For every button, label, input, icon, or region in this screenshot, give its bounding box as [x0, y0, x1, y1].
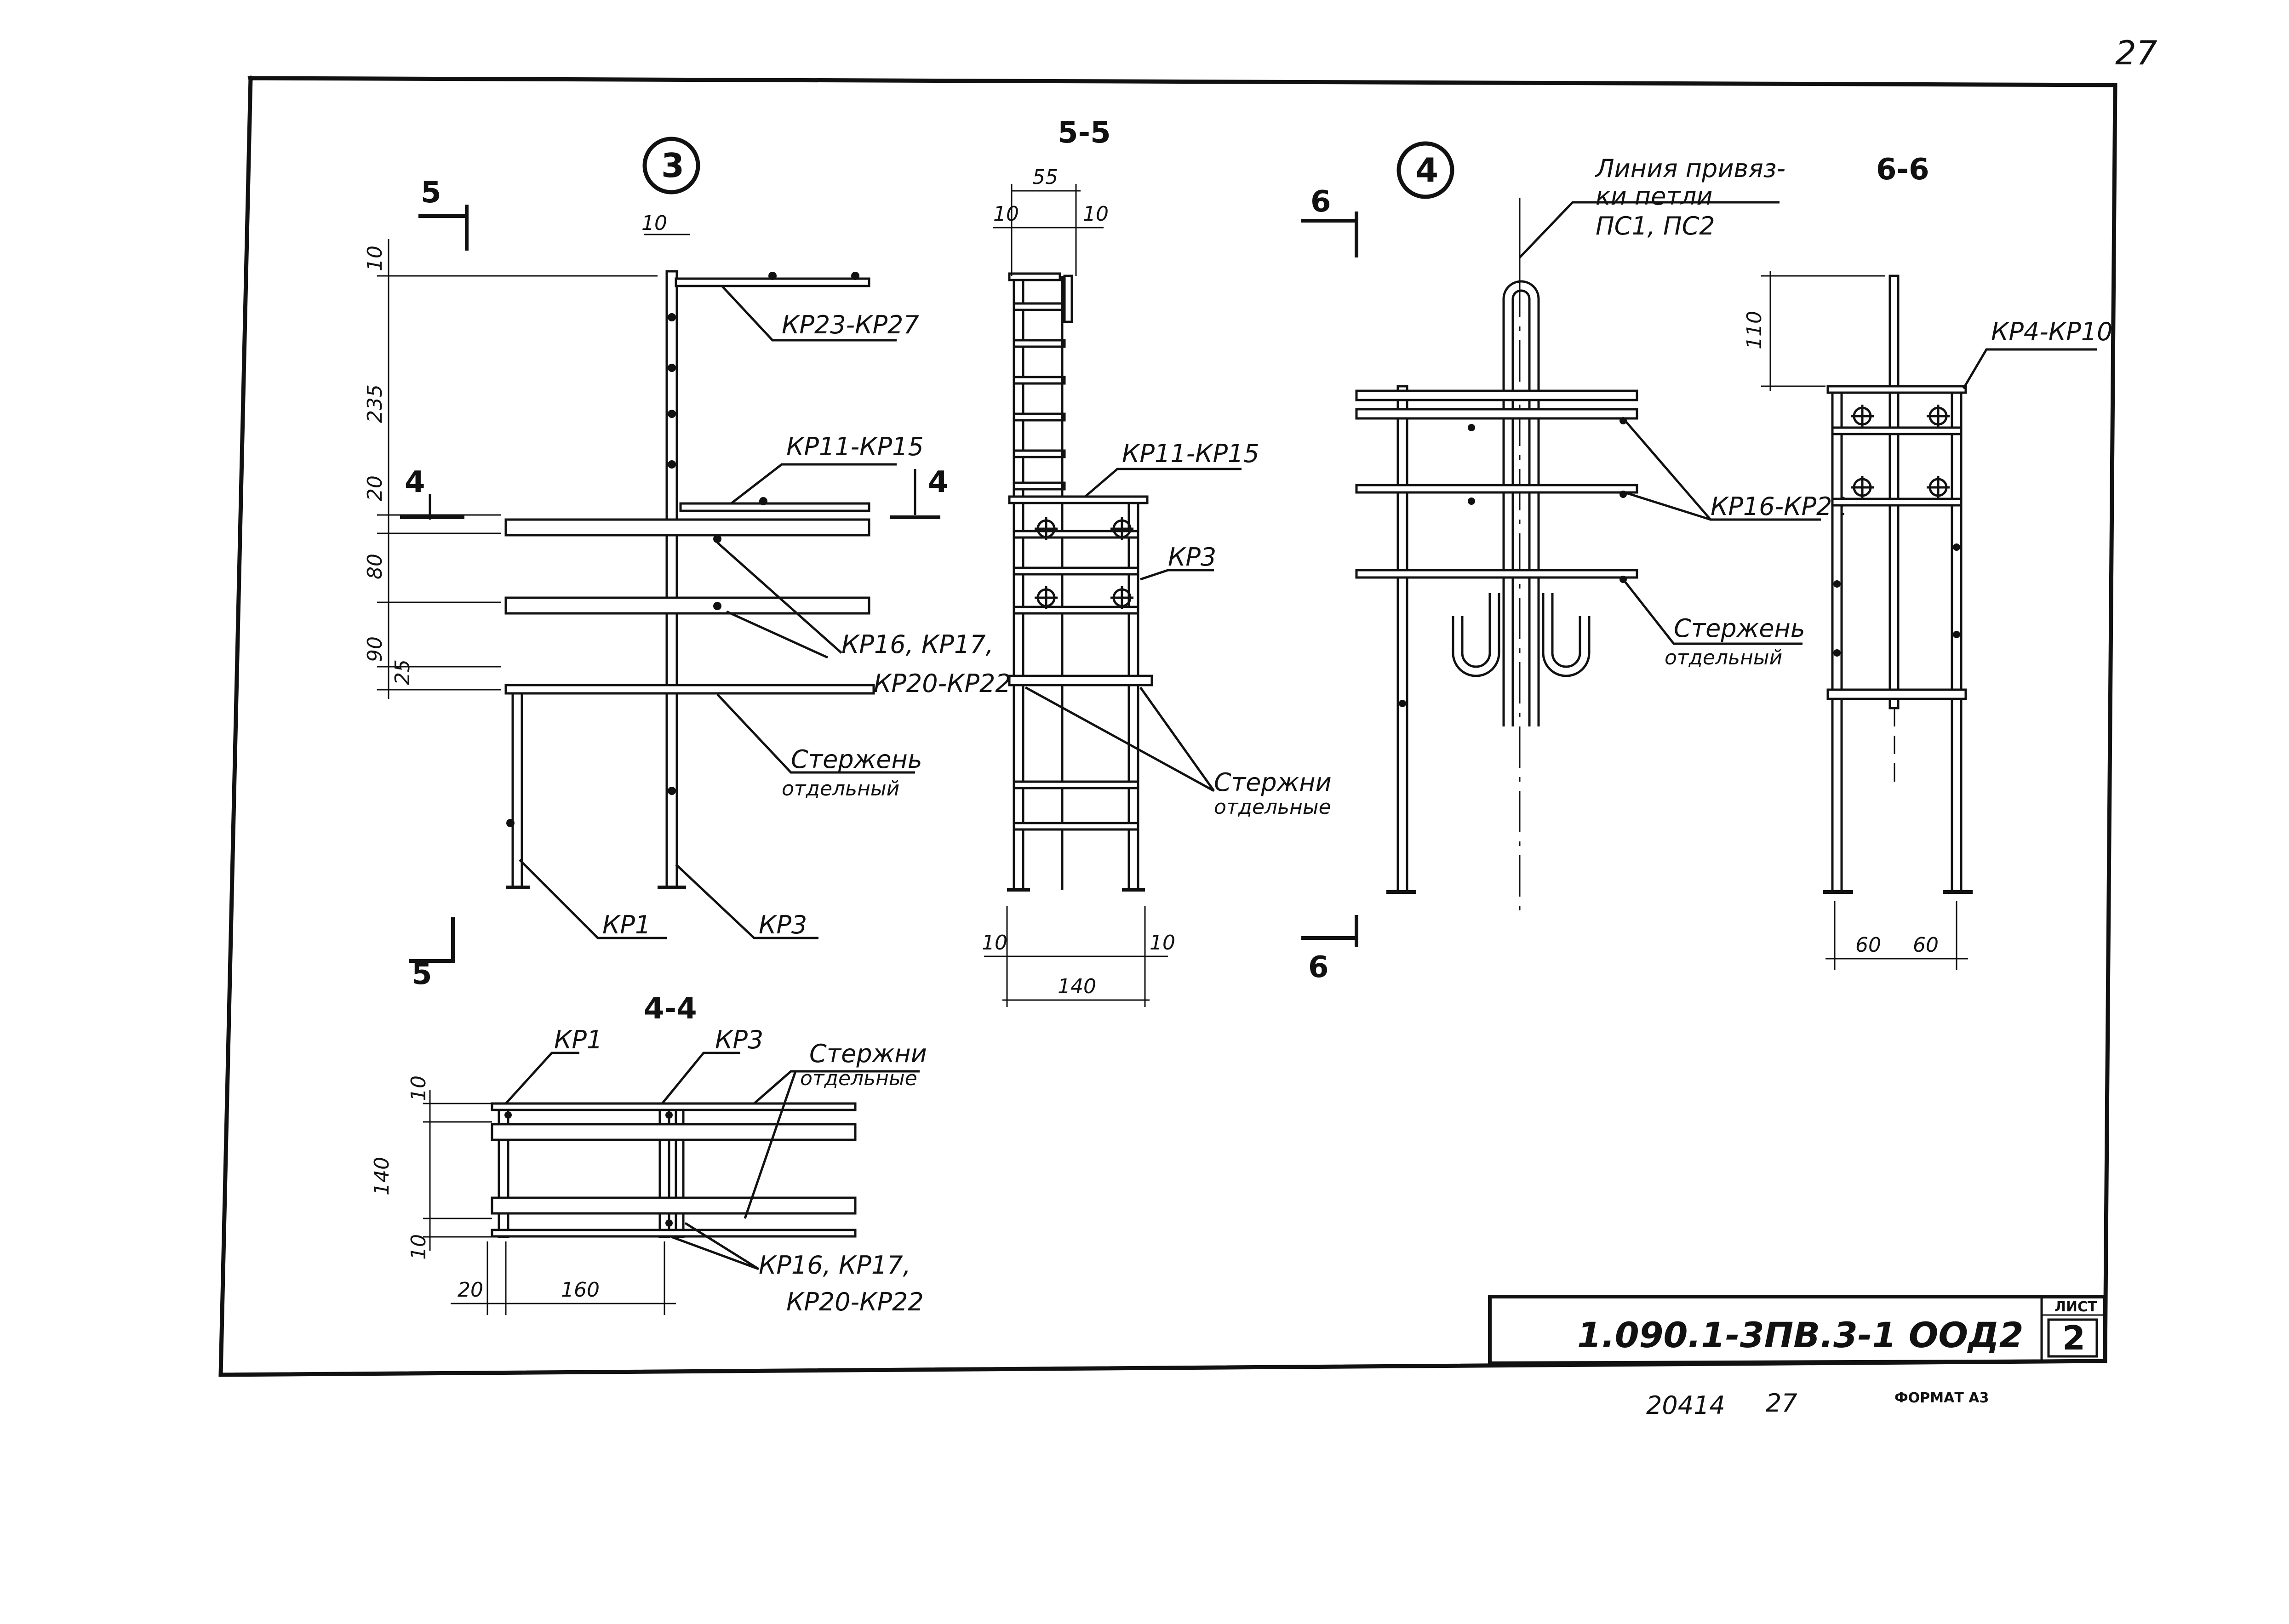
dim-10-top: 10: [363, 246, 387, 271]
label-kp1: КР1: [602, 910, 651, 939]
label-kp16-b: КР20-КР22: [874, 669, 1011, 698]
section-6-6-label-kp4: КР4-КР10: [1991, 317, 2112, 346]
dim-10-c: 10: [982, 931, 1007, 955]
node-3-marker: 3: [661, 146, 684, 185]
section-5-5-label-kp3: КР3: [1168, 543, 1216, 572]
node-4-label-kp16: КР16-КР22: [1711, 492, 1848, 521]
dim-235: 235: [363, 384, 387, 423]
section-4-4-label-kp16-b: КР20-КР22: [786, 1287, 924, 1316]
node-3-dimensions: 10 235 20 80 90 25 10: [363, 212, 690, 699]
section-4-4-label-kp3: КР3: [715, 1025, 763, 1054]
dim-10-horizontal: 10: [641, 212, 667, 235]
title-block-sheet-label: ЛИСТ: [2054, 1299, 2097, 1315]
section-5-5-title: 5-5: [1058, 116, 1111, 150]
format-label: ФОРМАТ А3: [1894, 1390, 1989, 1406]
section-6-6: 6-6 КР4-КР10 110 60 60: [1743, 153, 2112, 970]
label-kp3: КР3: [759, 910, 807, 939]
dim-20: 20: [363, 475, 387, 501]
dim-55: 55: [1032, 166, 1058, 189]
cut-6-bottom: 6: [1308, 950, 1329, 984]
node-4-label-line-2: ки петли: [1596, 182, 1712, 211]
dim-10-lower: 10: [407, 1234, 430, 1260]
label-kp23: КР23-КР27: [782, 310, 919, 339]
label-rod-2: отдельный: [782, 777, 899, 801]
node-4-label-line-1: Линия привяз-: [1595, 154, 1785, 183]
bottom-page: 27: [1766, 1389, 1797, 1418]
title-block: 1.090.1-3ПВ.3-1 ООД2 ЛИСТ 2: [1488, 1295, 2107, 1366]
node-3-elevation: 3 5 5 4 4: [363, 137, 1011, 991]
bottom-code: 20414: [1646, 1391, 1725, 1420]
dim-90: 90: [363, 636, 387, 662]
label-kp11: КР11-КР15: [786, 432, 924, 461]
dim-140-vertical: 140: [370, 1157, 394, 1195]
dim-10-a: 10: [993, 202, 1019, 226]
section-5-5-label-rods-1: Стержни: [1214, 768, 1332, 797]
section-4-4-label-kp16-a: КР16, КР17,: [759, 1251, 911, 1280]
title-block-designation: 1.090.1-3ПВ.3-1 ООД2: [1577, 1315, 2024, 1355]
cut-5-top: 5: [421, 176, 441, 210]
cut-4-right: 4: [928, 465, 949, 499]
dim-10-upper: 10: [407, 1075, 430, 1101]
section-4-4-dimensions: 10 140 10 20 160: [370, 1075, 676, 1315]
dim-60-b: 60: [1913, 933, 1939, 957]
dim-10-d: 10: [1150, 931, 1175, 955]
section-4-4: 4-4 КР1 КР3 Стержни отдельные КР16, КР17…: [370, 992, 927, 1316]
page-number: 27: [2115, 34, 2157, 72]
section-4-4-label-rods-1: Стержни: [809, 1039, 927, 1068]
section-5-5-dimensions: 55 10 10 10 10 140: [982, 166, 1175, 1007]
section-5-5-label-rods-2: отдельные: [1214, 795, 1331, 819]
node-4-label-line-3: ПС1, ПС2: [1596, 212, 1715, 240]
dim-25: 25: [391, 659, 414, 685]
dim-80: 80: [363, 554, 387, 579]
cut-5-bottom: 5: [412, 957, 432, 991]
title-block-sheet-number: 2: [2062, 1319, 2085, 1357]
section-4-4-title: 4-4: [644, 992, 697, 1026]
dim-60-a: 60: [1855, 933, 1881, 957]
dim-10-b: 10: [1083, 202, 1109, 226]
dim-110: 110: [1743, 311, 1766, 349]
node-4-label-rod-2: отдельный: [1665, 646, 1782, 669]
section-6-6-title: 6-6: [1876, 153, 1929, 187]
section-5-5: 5-5 КР11-КР15 КР3 Стержни отде: [982, 116, 1332, 1007]
label-rod-1: Стержень: [791, 745, 922, 774]
cut-6-top: 6: [1310, 185, 1331, 219]
dim-20: 20: [458, 1278, 483, 1302]
section-6-6-dimensions: 110 60 60: [1743, 271, 1968, 970]
label-kp16-a: КР16, КР17,: [841, 630, 994, 659]
node-4-marker: 4: [1415, 151, 1438, 189]
section-5-5-label-kp11: КР11-КР15: [1122, 439, 1259, 468]
node-4-label-rod-1: Стержень: [1674, 614, 1805, 643]
cut-4-left: 4: [405, 465, 425, 499]
section-4-4-label-kp1: КР1: [554, 1025, 602, 1054]
dim-160: 160: [561, 1278, 600, 1302]
dim-140: 140: [1058, 975, 1096, 998]
node-4-elevation: 4 6 6 КР16-КР22 Стержень отдель: [1301, 141, 1848, 984]
section-4-4-label-rods-2: отдельные: [800, 1067, 917, 1090]
